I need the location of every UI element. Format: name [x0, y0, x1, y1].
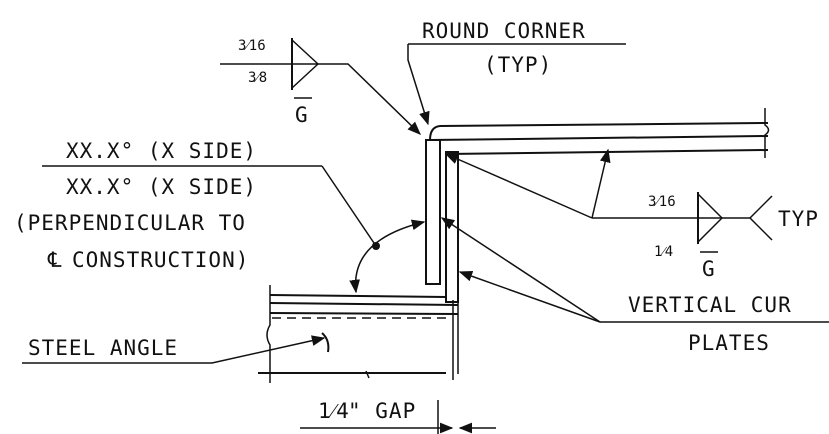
angle-curl-symbol — [321, 332, 330, 353]
centerline-symbol: ℄ — [47, 248, 62, 272]
angle-callout: XX.X° (X SIDE) XX.X° (X SIDE) (PERPENDIC… — [14, 139, 426, 294]
plates-label: PLATES — [688, 331, 770, 355]
gap-dimension: 1⁄4 " GAP — [300, 399, 496, 434]
weld-right-finish: G — [702, 257, 716, 281]
vertical-plates-callout: VERTICAL CUR PLATES — [440, 217, 829, 355]
typ-label: TYP — [778, 207, 819, 231]
weld-top-size-bottom: 3⁄8 — [248, 70, 267, 86]
angle-line-2: XX.X° (X SIDE) — [66, 175, 257, 199]
angle-line-1: XX.X° (X SIDE) — [66, 139, 257, 163]
steel-angle-callout: STEEL ANGLE — [22, 335, 326, 364]
weld-right-size-bottom: 1⁄4 — [654, 244, 673, 260]
vertical-cur-plates — [425, 139, 459, 380]
angle-line-3: (PERPENDICULAR TO — [14, 211, 246, 235]
round-corner-callout: ROUND CORNER (TYP) — [407, 19, 626, 126]
round-corner-label: ROUND CORNER — [422, 19, 586, 43]
weld-top-size-top: 3⁄16 — [238, 38, 266, 54]
weld-symbol-top: 3⁄16 3⁄8 G — [220, 38, 421, 135]
top-horizontal-plate — [429, 108, 770, 158]
steel-angle-member — [258, 285, 459, 383]
weld-symbol-right: 3⁄16 1⁄4 G TYP — [444, 148, 819, 281]
vertical-cur-label: VERTICAL CUR — [628, 293, 792, 317]
weld-top-finish: G — [295, 103, 309, 127]
round-corner-typ: (TYP) — [484, 53, 552, 77]
gap-value: 1⁄4 — [318, 399, 350, 423]
weld-right-size-top: 3⁄16 — [648, 194, 676, 210]
gap-suffix: " GAP — [348, 399, 416, 423]
angle-line-4: CONSTRUCTION) — [72, 248, 249, 272]
steel-angle-label: STEEL ANGLE — [28, 336, 178, 360]
